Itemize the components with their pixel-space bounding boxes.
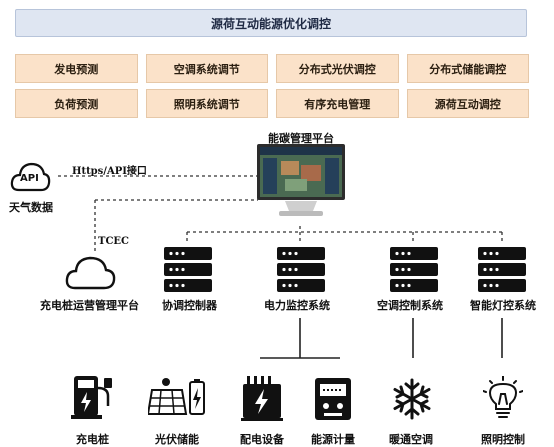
pv-storage-label: 光伏储能 [155, 431, 199, 447]
cloud-icon [63, 252, 119, 294]
snowflake-icon [391, 378, 433, 420]
lighting-label: 照明控制 [481, 431, 525, 447]
monitor-icon [255, 143, 347, 225]
api-icon-text: API [20, 173, 39, 184]
power-monitor-label: 电力监控系统 [264, 297, 330, 313]
charging-platform-label: 充电桩运营管理平台 [40, 297, 139, 313]
tcec-label: TCEC [98, 236, 129, 247]
coord-controller-label: 协调控制器 [162, 297, 217, 313]
ac-control-label: 空调控制系统 [377, 297, 443, 313]
energy-meter-icon [313, 376, 353, 422]
light-bulb-icon [483, 376, 523, 422]
server-icon-power-monitor [276, 246, 326, 294]
api-interface-label: Https/API接口 [72, 162, 147, 177]
distribution-label: 配电设备 [240, 431, 284, 447]
transformer-icon [241, 376, 283, 422]
hvac-label: 暖通空调 [389, 431, 433, 447]
ev-charger-icon [70, 374, 114, 420]
charger-label: 充电桩 [76, 431, 109, 447]
metering-label: 能源计量 [311, 431, 355, 447]
server-icon-coordinator [163, 246, 213, 294]
server-icon-ac-control [389, 246, 439, 294]
light-control-label: 智能灯控系统 [470, 297, 536, 313]
server-icon-light-control [477, 246, 527, 294]
weather-data-label: 天气数据 [9, 199, 53, 215]
solar-battery-icon [148, 376, 208, 420]
